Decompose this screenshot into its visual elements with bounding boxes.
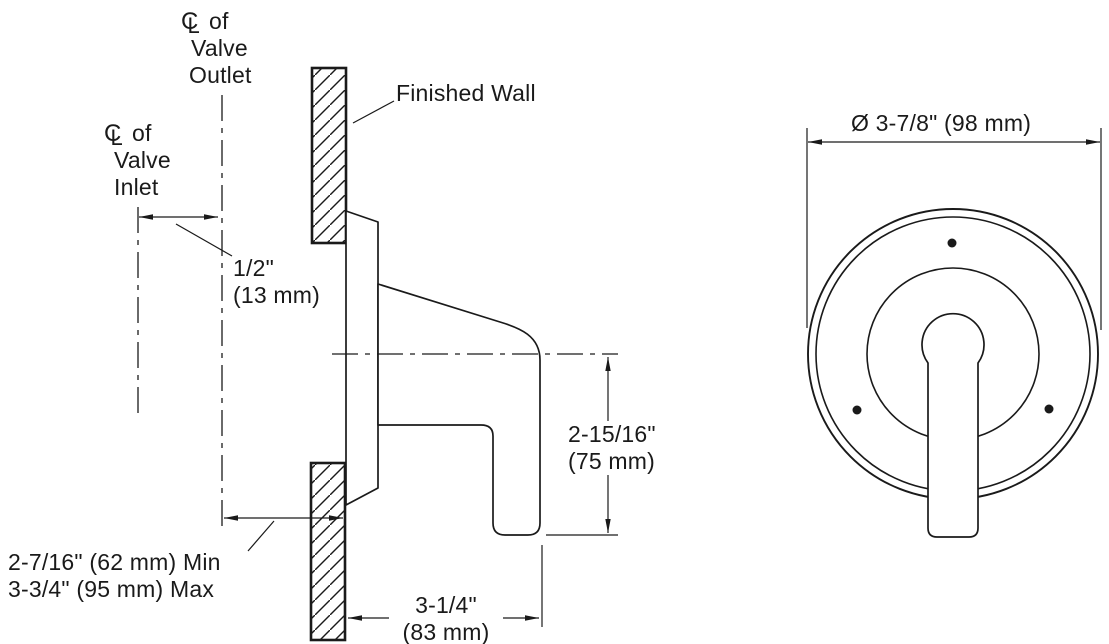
escutcheon-dots (852, 238, 1054, 415)
handle-projection-dim-label: 3-1/4" (83 mm) (389, 592, 503, 644)
handle-drop-dim-label: 2-15/16" (75 mm) (565, 421, 659, 475)
centerline-offset-dim-label: 1/2" (13 mm) (233, 255, 321, 308)
leader-centerline-offset (175, 223, 233, 257)
centerline-symbol: CL (181, 8, 200, 38)
dot-lower-left (852, 405, 862, 415)
dot-top (947, 238, 957, 248)
finished-wall-upper-section (310, 66, 348, 245)
escutcheon-diameter-dim-label: Ø 3-7/8" (98 mm) (851, 110, 1032, 136)
dim-centerline-offset (139, 214, 233, 257)
handle-front-profile (921, 312, 985, 538)
dot-lower-right (1044, 404, 1054, 414)
centerline-symbol: CL (104, 120, 123, 150)
finished-wall-lower-section (309, 461, 347, 642)
dim-escutcheon-diameter (806, 128, 1102, 330)
escutcheon-side-profile (345, 210, 379, 506)
handle-side-profile (377, 283, 541, 536)
front-view-drawing (806, 128, 1102, 538)
valve-depth-dim-label: 2-7/16" (62 mm) Min 3-3/4" (95 mm) Max (8, 549, 221, 602)
finished-wall-label: Finished Wall (396, 80, 536, 106)
side-view-drawing (137, 66, 618, 642)
leader-finished-wall (352, 100, 395, 124)
leader-valve-depth (247, 520, 275, 552)
centerlines (137, 95, 618, 532)
dim-valve-depth (224, 515, 343, 552)
